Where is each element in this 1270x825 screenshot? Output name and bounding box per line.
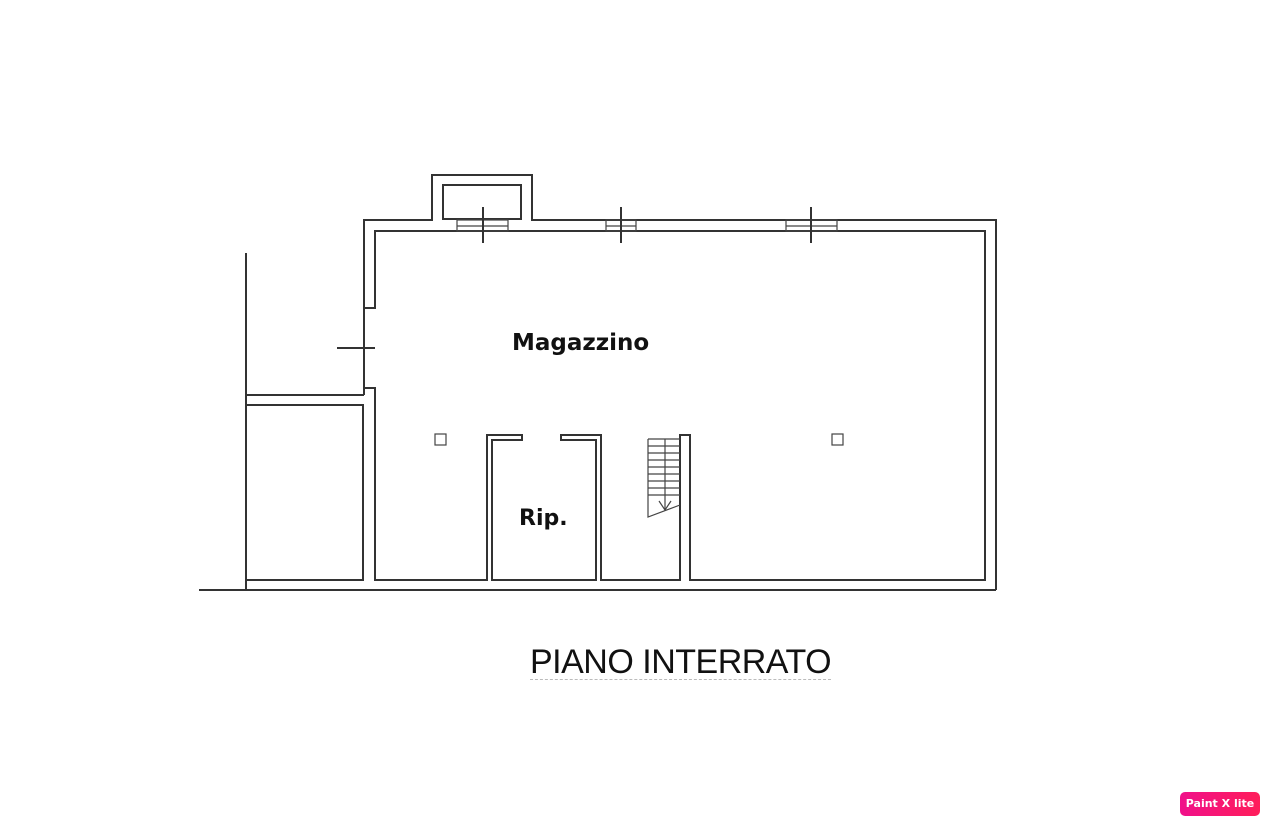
paint-x-lite-badge[interactable]: Paint X lite [1180,792,1260,816]
room-label-ripostiglio: Rip. [519,506,568,531]
outer-walls [199,174,997,591]
stair-arrow-icon [658,500,672,512]
room-label-magazzino: Magazzino [512,330,650,356]
staircase [647,438,681,518]
plan-title: PIANO INTERRATO [530,643,832,681]
windows [456,207,838,243]
left-corridor [245,253,375,590]
pillars [434,433,844,446]
